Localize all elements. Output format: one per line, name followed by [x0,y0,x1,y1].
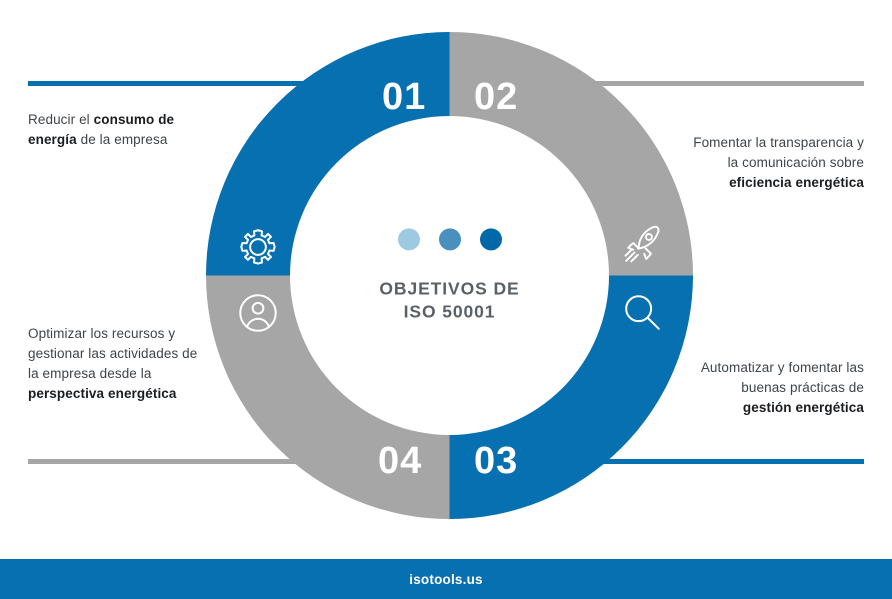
footer-website-label[interactable]: isotools.us [409,571,483,587]
segment-text-04: Optimizar los recursos y gestionar las a… [28,326,198,401]
donut-chart: 01 02 03 04 [206,32,693,519]
connector-line-02 [570,81,864,86]
person-icon [235,290,281,336]
segment-number-02: 02 [474,76,519,118]
donut-segment-03[interactable] [449,275,694,520]
segment-text-01: Reducir el consumo de energía de la empr… [28,112,175,147]
donut-segment-02[interactable] [449,32,694,276]
donut-segment-04[interactable] [206,275,450,520]
segment-number-01: 01 [382,76,427,118]
segment-text-03: Automatizar y fomentar las buenas prácti… [700,360,864,415]
rocket-icon [619,222,665,268]
connector-line-01 [28,81,318,86]
connector-line-03 [570,459,864,464]
segment-text-02: Fomentar la transparencia y la comunicac… [693,135,864,190]
segment-number-03: 03 [474,440,519,482]
footer-bar: isotools.us [0,559,892,599]
donut-segment-01[interactable] [206,32,450,276]
segment-number-04: 04 [378,440,423,482]
search-icon [619,290,665,336]
connector-line-04 [28,459,318,464]
donut-svg [206,32,693,519]
gear-icon [235,224,281,270]
